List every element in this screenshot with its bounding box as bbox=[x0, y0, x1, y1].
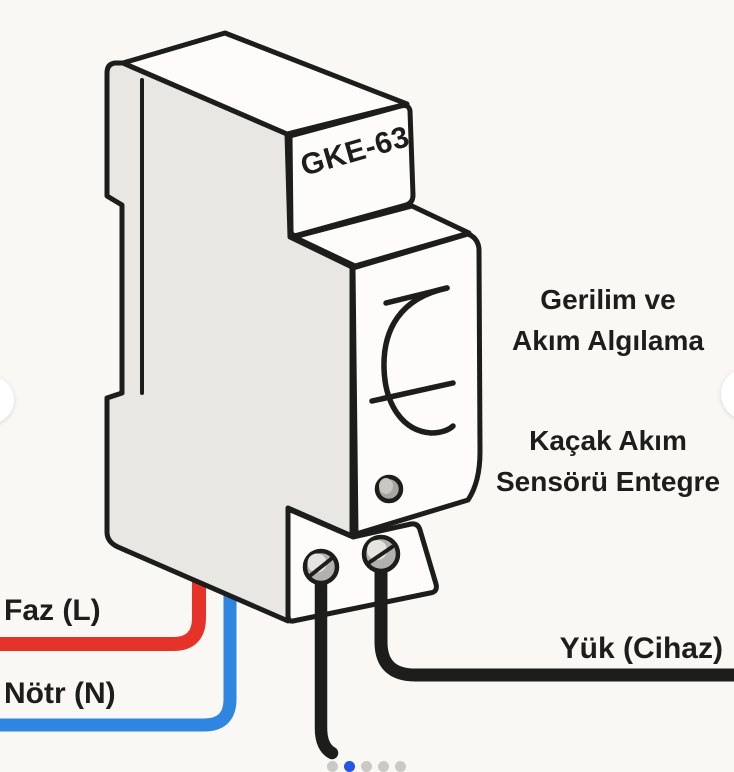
indicator-led bbox=[374, 474, 404, 504]
screw-terminal-left bbox=[302, 548, 340, 586]
neutral-wire-label: Nötr (N) bbox=[4, 677, 116, 710]
label-face bbox=[287, 103, 416, 238]
sensing-annotation: Gerilim ve Akım Algılama bbox=[480, 279, 734, 361]
carousel-next-button[interactable] bbox=[721, 368, 734, 420]
leakage-annotation-line2: Sensörü Entegre bbox=[495, 466, 721, 497]
carousel-dot[interactable] bbox=[327, 761, 338, 772]
din-module-body bbox=[104, 30, 483, 624]
carousel-prev-button[interactable] bbox=[0, 376, 14, 424]
phase-wire bbox=[0, 561, 206, 651]
carousel-dot[interactable] bbox=[361, 761, 372, 772]
screw-terminal-right bbox=[361, 534, 401, 574]
front-face bbox=[350, 231, 483, 537]
sensing-annotation-line1: Gerilim ve bbox=[540, 284, 676, 315]
load-wire-stub bbox=[314, 567, 339, 760]
load-wire bbox=[374, 553, 734, 682]
leakage-annotation-line1: Kaçak Akım bbox=[529, 425, 687, 456]
carousel-dots bbox=[327, 761, 406, 772]
carousel-dot[interactable] bbox=[395, 761, 406, 772]
neutral-wire bbox=[0, 581, 237, 732]
phase-wire-label: Faz (L) bbox=[4, 594, 101, 627]
sensing-annotation-line2: Akım Algılama bbox=[512, 325, 704, 356]
load-wire-label: Yük (Cihaz) bbox=[559, 632, 723, 665]
carousel-dot[interactable] bbox=[378, 761, 389, 772]
sensor-symbol bbox=[369, 285, 456, 436]
carousel-dot[interactable] bbox=[344, 761, 355, 772]
